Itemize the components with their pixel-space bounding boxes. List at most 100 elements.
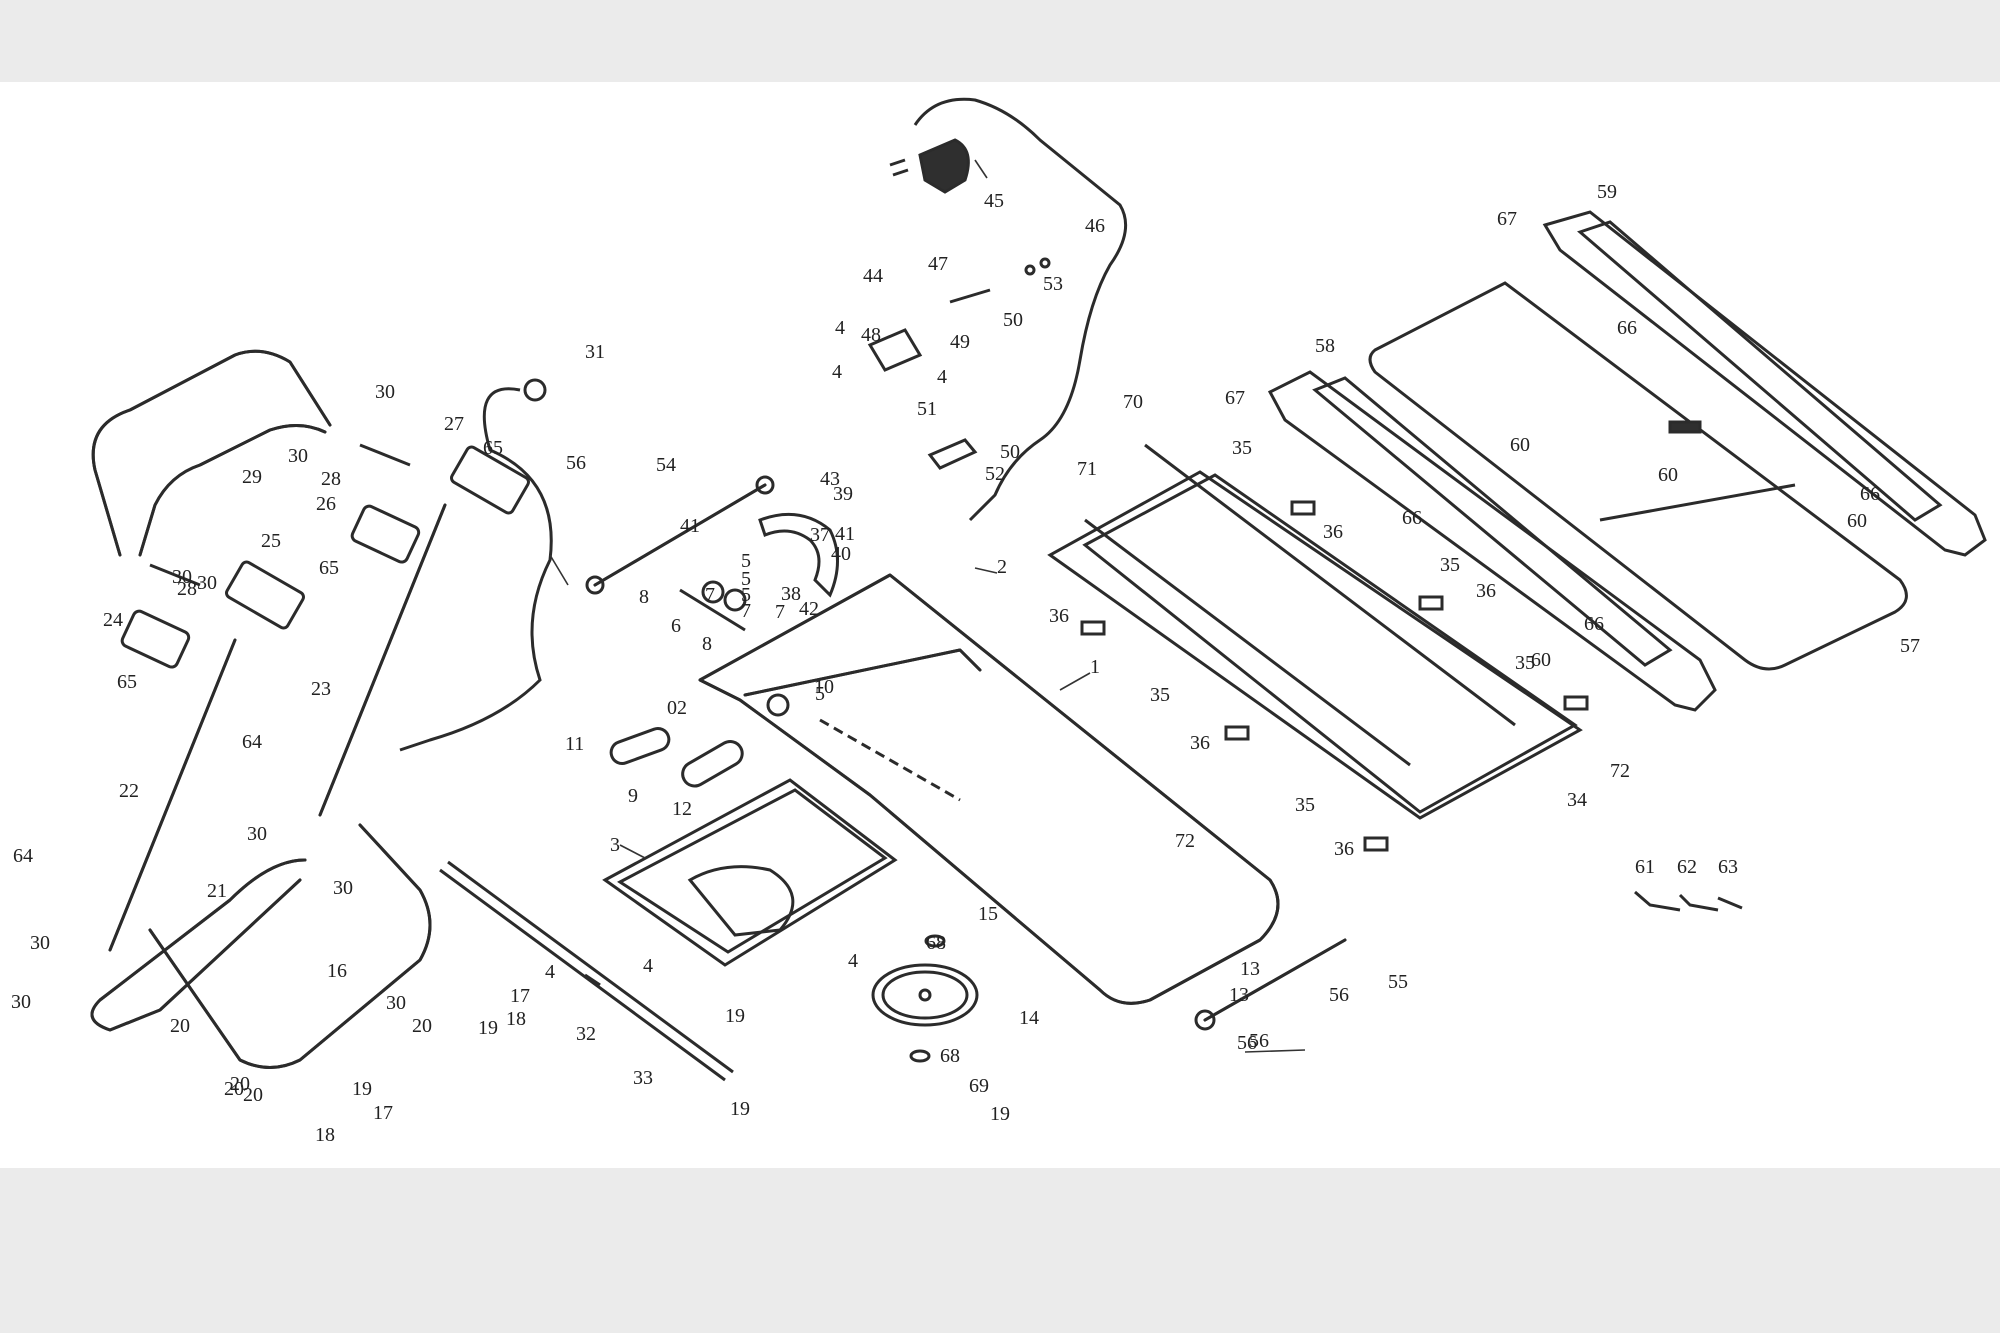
upright-22: [108, 638, 237, 952]
hex-keys-61-63: [1634, 890, 1743, 912]
callout-36-70: 36: [1476, 580, 1496, 602]
callout-28-49: 28: [177, 578, 197, 600]
callout-50-89: 50: [1003, 309, 1023, 331]
side-rail-58: [1267, 370, 1717, 712]
callout-42-80: 42: [799, 598, 819, 620]
belt-11-12: [609, 727, 744, 788]
upright-23: [318, 503, 447, 817]
callout-30-55: 30: [247, 823, 267, 845]
callout-19-35: 19: [990, 1103, 1010, 1125]
callout-67-120: 67: [1225, 387, 1245, 409]
callout-56-98: 56: [566, 452, 586, 474]
callout-13-22: 13: [1229, 984, 1249, 1006]
callout-8-17: 8: [702, 633, 712, 655]
callout-7-15: 7: [775, 601, 785, 623]
callout-70-124: 70: [1123, 391, 1143, 413]
callout-25-45: 25: [261, 530, 281, 552]
roller-54: [585, 475, 775, 595]
callout-53-93: 53: [1043, 273, 1063, 295]
callout-30-59: 30: [386, 992, 406, 1014]
callout-16-26: 16: [327, 960, 347, 982]
callout-52-92: 52: [985, 463, 1005, 485]
cable-31: [399, 378, 553, 752]
base-frame-16: [90, 823, 432, 1069]
console-brackets-44-53: [867, 257, 1051, 470]
callout-20-39: 20: [243, 1084, 263, 1106]
callout-60-106: 60: [1531, 649, 1551, 671]
callout-68-122: 68: [926, 932, 946, 954]
callout-2-1: 2: [997, 556, 1007, 578]
callout-20-37: 20: [170, 1015, 190, 1037]
callout-34-63: 34: [1567, 789, 1587, 811]
flywheel-14: [871, 934, 979, 1063]
callout-39-76: 39: [833, 483, 853, 505]
callout-4-3: 4: [835, 317, 845, 339]
callout-4-5: 4: [643, 955, 653, 977]
callout-65-113: 65: [319, 557, 339, 579]
callout-45-83: 45: [984, 190, 1004, 212]
callout-35-67: 35: [1515, 652, 1535, 674]
callout-38-75: 38: [781, 583, 801, 605]
callout-30-58: 30: [11, 991, 31, 1013]
callout-37-74: 37: [810, 524, 830, 546]
deck-34: [1047, 470, 1583, 820]
handrail-28: [91, 349, 332, 557]
rails-70-71: [1084, 443, 1516, 767]
callout-10-19: 10: [814, 676, 834, 698]
callout-56-97: 56: [1249, 1030, 1269, 1052]
callout-21-41: 21: [207, 880, 227, 902]
callout-35-68: 35: [1295, 794, 1315, 816]
callout-63-109: 63: [1718, 856, 1738, 878]
callout-30-53: 30: [375, 381, 395, 403]
callout-66-118: 66: [1860, 483, 1880, 505]
callout-7-13: 7: [705, 584, 715, 606]
callout-20-40: 20: [224, 1078, 244, 1100]
belt-guard-37: [758, 512, 839, 598]
callout-23-43: 23: [311, 678, 331, 700]
callout-43-81: 43: [820, 468, 840, 490]
callout-61-107: 61: [1635, 856, 1655, 878]
callout-40-77: 40: [831, 543, 851, 565]
callout-48-86: 48: [861, 324, 881, 346]
callout-65-112: 65: [117, 671, 137, 693]
callout-19-32: 19: [730, 1098, 750, 1120]
callout-64-110: 64: [13, 845, 33, 867]
callout-32-61: 32: [576, 1023, 596, 1045]
callout-18-30: 18: [315, 1124, 335, 1146]
callout-5-11: 5: [815, 683, 825, 705]
callout-4-7: 4: [545, 961, 555, 983]
callout-1-0: 1: [1090, 656, 1100, 678]
callout-50-90: 50: [1000, 441, 1020, 463]
callout-66-115: 66: [1402, 507, 1422, 529]
callout-22-42: 22: [119, 780, 139, 802]
callout-5-10: 5: [741, 584, 751, 606]
callout-27-47: 27: [444, 413, 464, 435]
callout-4-88: 4: [937, 366, 947, 388]
callout-5-9: 5: [741, 568, 751, 590]
callout-72-127: 72: [1610, 760, 1630, 782]
callout-41-79: 41: [835, 523, 855, 545]
exploded-parts-diagram: 1234444455556777889101112131314151617171…: [11, 97, 1987, 1146]
callout-24-44: 24: [103, 609, 123, 631]
callout-59-102: 59: [1597, 181, 1617, 203]
callout-67-119: 67: [1497, 208, 1517, 230]
callout-56-99: 56: [1237, 1032, 1257, 1054]
callout-12-21: 12: [672, 798, 692, 820]
callout-26-46: 26: [316, 493, 336, 515]
callout-20-38: 20: [412, 1015, 432, 1037]
pads-36: [1080, 500, 1589, 852]
callout-17-28: 17: [373, 1102, 393, 1124]
callout-13-23: 13: [1240, 958, 1260, 980]
callout-30-56: 30: [333, 877, 353, 899]
leader-lines: [549, 159, 1306, 1053]
callout-55-95: 55: [1388, 971, 1408, 993]
callout-41-78: 41: [680, 515, 700, 537]
main-frame-1: [698, 573, 1280, 1005]
callout-8-16: 8: [639, 586, 649, 608]
callout-6-12: 6: [671, 615, 681, 637]
callout-46-84: 46: [1085, 215, 1105, 237]
callout-66-117: 66: [1617, 317, 1637, 339]
callout-62-108: 62: [1677, 856, 1697, 878]
callout-18-29: 18: [506, 1008, 526, 1030]
